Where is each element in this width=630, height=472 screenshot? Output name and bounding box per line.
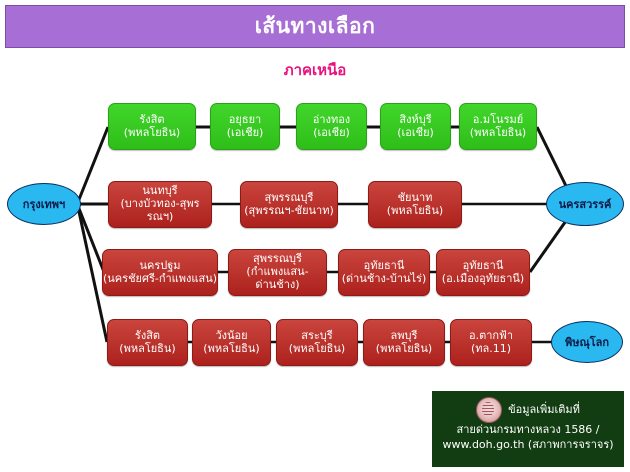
- info-badge: ข้อมูลเพิ่มเติมที่ สายด่วนกรมทางหลวง 158…: [432, 391, 624, 467]
- node-road: (ทล.11): [470, 341, 512, 355]
- node-route-red-1-stop-0[interactable]: นนทบุรี (บางบัวทอง-สุพรรณฯ): [108, 181, 212, 228]
- node-name: ชัยนาท: [397, 190, 433, 204]
- node-road: (พหลโยธิน): [123, 125, 181, 139]
- node-destination-phitsanulok[interactable]: พิษณุโลก: [551, 321, 623, 363]
- badge-line-1: ข้อมูลเพิ่มเติมที่: [508, 402, 580, 416]
- node-name: ลพบุรี: [390, 328, 418, 342]
- node-road: (พหลโยธิน): [119, 341, 176, 355]
- node-route-red-3-stop-4[interactable]: อ.ตากฟ้า (ทล.11): [450, 319, 532, 366]
- node-name: นนทบุรี: [142, 184, 178, 198]
- node-road: (เอเชีย): [313, 125, 350, 139]
- node-road: (บางบัวทอง-สุพรรณฯ): [120, 197, 200, 223]
- node-road: (พหลโยธิน): [386, 203, 444, 217]
- node-route-red-3-stop-1[interactable]: วังน้อย (พหลโยธิน): [192, 319, 271, 366]
- node-route-red-1-stop-1[interactable]: สุพรรณบุรี (สุพรรณฯ-ชัยนาท): [240, 181, 338, 228]
- page-title: เส้นทางเลือก: [254, 14, 376, 38]
- node-name: สุพรรณบุรี: [264, 190, 314, 204]
- node-label: นครสวรรค์: [558, 198, 612, 211]
- node-route-red-2-stop-2[interactable]: อุทัยธานี (ด่านช้าง-บ้านไร่): [338, 249, 430, 296]
- node-name: อุทัยธานี: [462, 258, 504, 272]
- node-name: สิงห์บุรี: [399, 112, 432, 126]
- region-subtitle: ภาคเหนือ: [283, 61, 347, 79]
- node-route-green-stop-4[interactable]: อ.มโนรมย์ (พหลโยธิน): [459, 103, 537, 150]
- node-route-red-3-stop-0[interactable]: รังสิต (พหลโยธิน): [107, 319, 188, 366]
- node-name: สระบุรี: [301, 328, 333, 342]
- node-name: อยุธยา: [228, 112, 262, 126]
- node-road: (เอเชีย): [226, 125, 264, 139]
- node-route-red-3-stop-2[interactable]: สระบุรี (พหลโยธิน): [276, 319, 358, 366]
- node-road: (เอเชีย): [397, 125, 434, 139]
- node-label: กรุงเทพฯ: [22, 198, 66, 211]
- node-road: (พหลโยธิน): [375, 341, 433, 355]
- title-banner: เส้นทางเลือก: [5, 5, 625, 48]
- node-route-red-2-stop-1[interactable]: สุพรรณบุรี (กำแพงแสน-ด่านช้าง): [228, 249, 327, 296]
- badge-header-row: ข้อมูลเพิ่มเติมที่: [438, 397, 618, 423]
- node-road: (นครชัยศรี-กำแพงแสน): [103, 271, 218, 285]
- badge-line-2: สายด่วนกรมทางหลวง 1586 /: [456, 423, 600, 436]
- node-road: (พหลโยธิน): [203, 341, 260, 355]
- node-name: อุทัยธานี: [363, 258, 405, 272]
- node-route-green-stop-2[interactable]: อ่างทอง (เอเชีย): [296, 103, 367, 150]
- node-name: อ.มโนรมย์: [472, 112, 524, 126]
- node-origin-bangkok[interactable]: กรุงเทพฯ: [7, 183, 81, 225]
- node-name: อ่างทอง: [312, 112, 351, 126]
- node-name: สุพรรณบุรี: [253, 252, 302, 266]
- node-route-red-1-stop-2[interactable]: ชัยนาท (พหลโยธิน): [368, 181, 462, 228]
- badge-line-3: www.doh.go.th (สภาพการจราจร): [442, 437, 614, 451]
- node-route-green-stop-3[interactable]: สิงห์บุรี (เอเชีย): [380, 103, 451, 150]
- node-route-red-2-stop-0[interactable]: นครปฐม (นครชัยศรี-กำแพงแสน): [102, 249, 218, 296]
- node-route-red-2-stop-3[interactable]: อุทัยธานี (อ.เมืองอุทัยธานี): [436, 249, 530, 296]
- node-name: นครปฐม: [139, 258, 181, 272]
- node-name: รังสิต: [134, 328, 161, 342]
- node-road: (กำแพงแสน-ด่านช้าง): [246, 265, 309, 291]
- node-road: (อ.เมืองอุทัยธานี): [441, 271, 525, 285]
- node-name: อ.ตากฟ้า: [468, 328, 514, 342]
- node-label: พิษณุโลก: [564, 336, 610, 349]
- node-road: (พหลโยธิน): [288, 341, 346, 355]
- node-road: (พหลโยธิน): [469, 125, 527, 139]
- node-name: วังน้อย: [215, 328, 248, 342]
- node-road: (สุพรรณฯ-ชัยนาท): [244, 203, 334, 217]
- node-route-green-stop-1[interactable]: อยุธยา (เอเชีย): [210, 103, 280, 150]
- node-destination-nakhon-sawan[interactable]: นครสวรรค์: [546, 182, 624, 226]
- node-road: (ด่านช้าง-บ้านไร่): [341, 271, 427, 285]
- node-route-red-3-stop-3[interactable]: ลพบุรี (พหลโยธิน): [363, 319, 445, 366]
- node-name: รังสิต: [139, 112, 165, 126]
- node-route-green-stop-0[interactable]: รังสิต (พหลโยธิน): [108, 103, 196, 150]
- doh-seal-icon: [476, 397, 503, 423]
